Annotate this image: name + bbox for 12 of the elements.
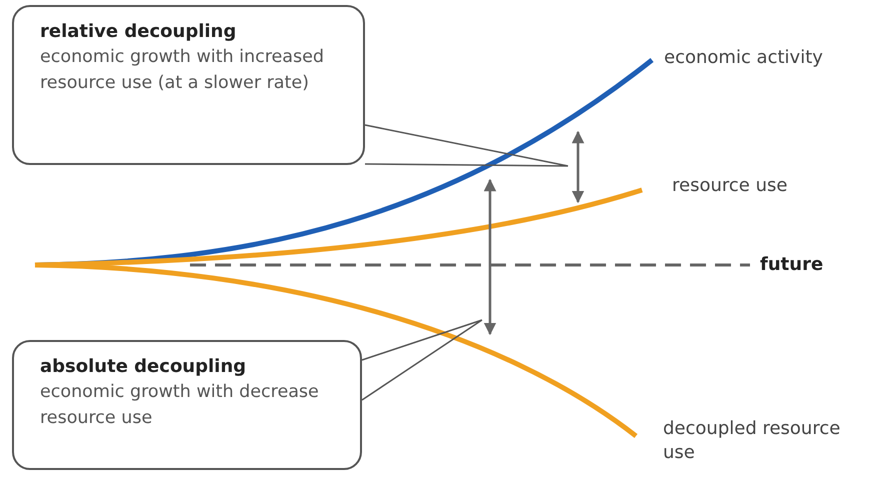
curve-label: resource use (672, 174, 788, 198)
callout-text: economic growth with increased resource use (at a slower rate) (40, 46, 325, 96)
leader-line (364, 124, 569, 167)
curve-label: future (760, 253, 824, 277)
callout-box (12, 340, 362, 470)
curve-label: decoupled resource use (663, 417, 842, 466)
callout-heading: absolute decoupling (40, 355, 248, 379)
callout-text: economic growth with decrease resource use (40, 381, 320, 430)
curve-label: economic activity (664, 46, 824, 70)
callout-heading: relative decoupling (40, 20, 238, 44)
callout-box (12, 5, 365, 165)
leader-line (361, 319, 483, 401)
